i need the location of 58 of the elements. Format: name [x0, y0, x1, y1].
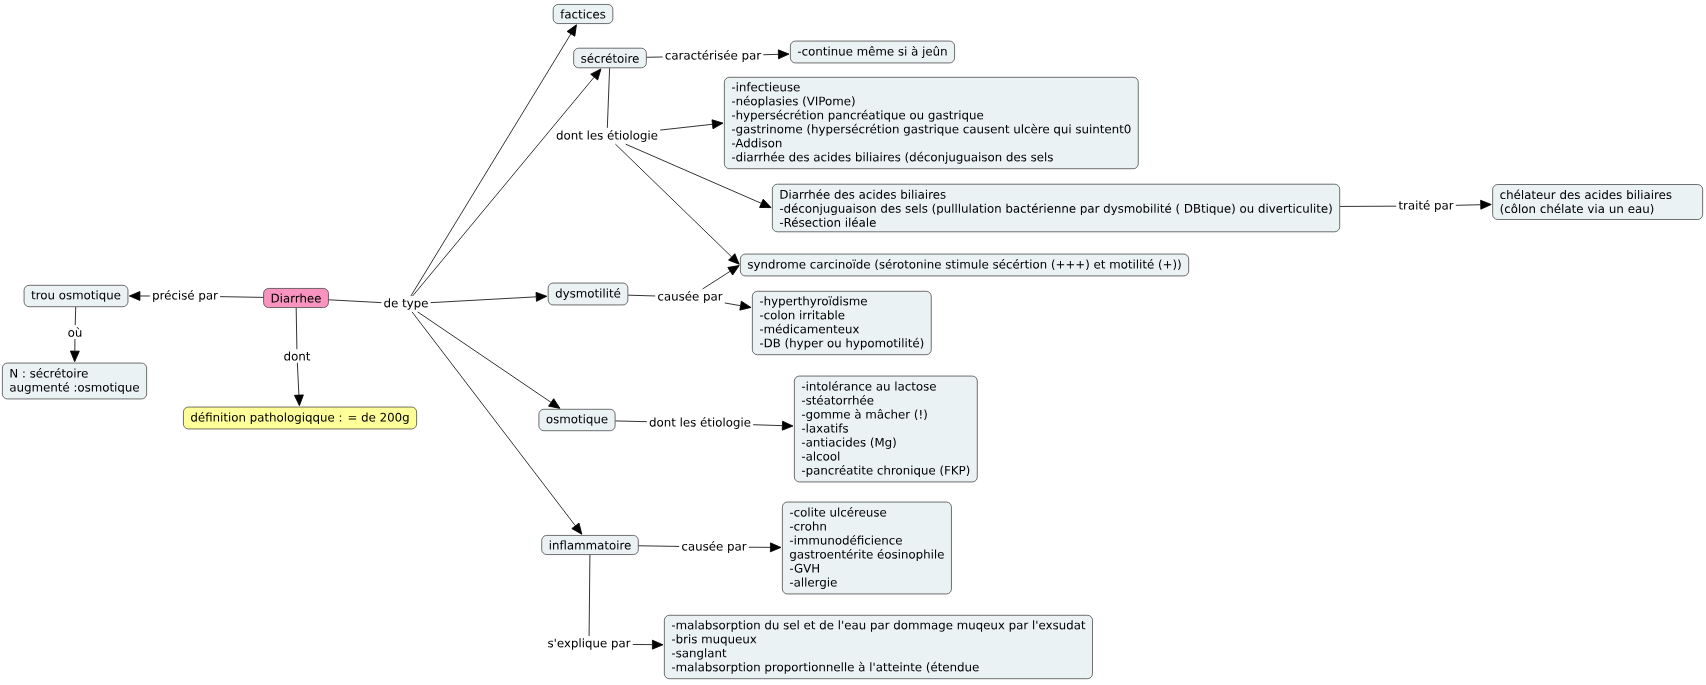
concept-box: -intolérance au lactose -stéatorrhée -gomme à mâcher (!) -laxatifs -antiacides (Mg) -alcool -pancréatite chronique (FKP): [794, 375, 978, 483]
connector-line: [328, 299, 382, 304]
arrow: [69, 338, 80, 363]
arrow: [724, 300, 752, 311]
concept-box: osmotique: [538, 408, 616, 432]
concept-box: N : sécrétoire augmenté :osmotique: [2, 362, 147, 400]
linking-phrase: caractérisée par: [665, 50, 762, 62]
linking-phrase: dont: [284, 351, 311, 361]
concept-box: syndrome carcinoïde (sérotonine stimule sécértion (+++) et motilité (+)): [740, 253, 1190, 277]
concept-box: sécrétoire: [573, 47, 647, 69]
concept-box: -infectieuse -néoplasies (VIPome) -hypersécrétion pancréatique ou gastrique -gastrinome (hypersécrétion gastrique causent ulcère qui suintent0 -Addison -diarrhée des acides biliaires (déconjuguaison des sels: [724, 76, 1139, 170]
arrow: [410, 24, 577, 297]
connector-line: [615, 420, 648, 423]
linking-phrase: causée par: [658, 291, 723, 303]
arrow: [1455, 199, 1492, 210]
connector-line: [295, 307, 298, 350]
linking-phrase: dont les étiologie: [649, 417, 751, 429]
arrow: [748, 542, 782, 553]
arrow: [702, 265, 740, 290]
concept-box: -hyperthyroïdisme -colon irritable -médicamenteux -DB (hyper ou hypomotilité): [752, 290, 932, 356]
linking-phrase: où: [68, 327, 82, 337]
connector-line: [74, 306, 77, 326]
concept-box: inflammatoire: [541, 535, 639, 555]
connector-line: [646, 56, 664, 58]
connector-line: [219, 296, 264, 298]
arrow: [625, 143, 772, 208]
concept-box: chélateur des acides biliaires (côlon chélate via un eau): [1492, 184, 1703, 220]
arrow: [615, 143, 740, 265]
arrow: [659, 119, 724, 131]
linking-phrase: causée par: [682, 541, 747, 553]
concept-box: dysmotilité: [547, 282, 629, 306]
arrow: [430, 291, 548, 304]
linking-phrase: précisé par: [153, 290, 218, 302]
concept-box: Diarrhee: [263, 288, 329, 308]
concept-box: -malabsorption du sel et de l'eau par dommage muqeux par l'exsudat -bris muqueux -sanglant -malabsorption proportionnelle à l'atteinte (étendue: [664, 614, 1093, 680]
arrow: [752, 420, 794, 431]
arrow: [417, 311, 561, 409]
arrow: [128, 291, 151, 301]
connector-line: [638, 545, 680, 547]
connector-line: [588, 554, 591, 637]
connector-line: [1339, 205, 1397, 207]
concept-box: définition pathologiqque : = de 200g: [183, 406, 417, 430]
concept-box: trou osmotique: [23, 284, 129, 308]
connector-line: [627, 294, 656, 297]
linking-phrase: s'explique par: [548, 638, 631, 650]
arrow: [632, 639, 664, 650]
arrow: [294, 362, 304, 407]
connector-line: [606, 67, 610, 129]
linking-phrase: de type: [384, 298, 428, 310]
concept-box: Diarrhée des acides biliaires -déconjuguaison des sels (pulllulation bactérienne par dysmobilité ( DBtique) ou diverticulite) -Résection iléale: [772, 183, 1341, 233]
arrow: [762, 49, 790, 60]
linking-phrase: traité par: [1398, 200, 1454, 212]
concept-box: -colite ulcéreuse -crohn -immunodéficience gastroentérite éosinophile -GVH -allergie: [782, 501, 952, 595]
concept-box: -continue même si à jeûn: [790, 40, 955, 64]
concept-box: factices: [552, 4, 614, 24]
arrow: [412, 68, 602, 297]
linking-phrase: dont les étiologie: [556, 130, 658, 142]
arrow: [411, 311, 583, 535]
